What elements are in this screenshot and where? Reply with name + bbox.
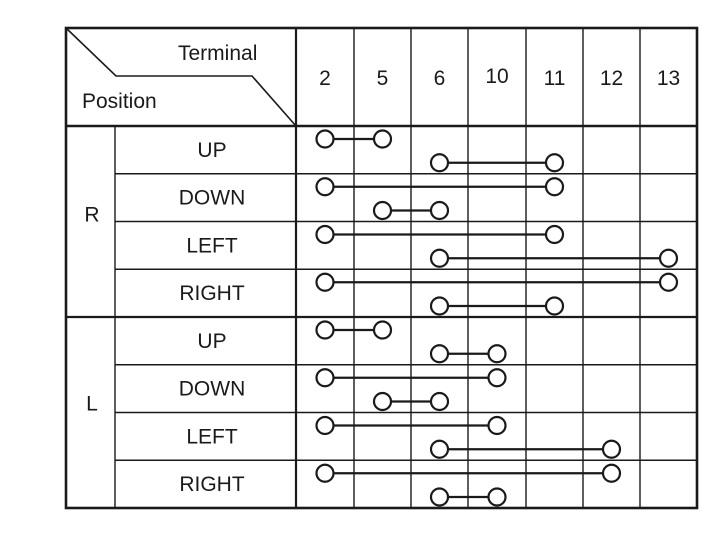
terminal-label-10: 10 [485, 65, 508, 88]
terminal-contact-5 [372, 391, 393, 412]
link-L-left-2-10 [315, 415, 507, 436]
terminal-contact-2 [315, 415, 335, 436]
terminal-contact-6 [429, 391, 450, 412]
link-R-left-2-11 [315, 224, 565, 245]
terminal-label-11: 11 [544, 67, 566, 90]
terminal-contact-11 [544, 296, 565, 316]
link-R-right-6-11 [429, 296, 565, 316]
group-label-R: R [84, 204, 99, 227]
terminal-contact-2 [315, 177, 335, 197]
position-label-down: DOWN [179, 378, 246, 401]
header-diagonal [65, 27, 297, 127]
table-labels: 2 5 6 10 11 12 13R UP DOWN LEFT RIGHT L UP DOWN LEFT RI… [84, 65, 680, 496]
terminal-contact-10 [487, 344, 507, 364]
link-L-up-6-10 [429, 344, 507, 364]
link-R-up-6-11 [429, 153, 565, 173]
link-R-down-5-6 [372, 200, 450, 221]
link-L-down-5-6 [372, 391, 450, 412]
link-R-up-2-5 [315, 129, 393, 149]
position-label-right: RIGHT [179, 473, 245, 496]
terminal-contact-13 [658, 272, 679, 292]
terminal-contact-12 [601, 439, 622, 459]
terminal-contact-12 [601, 463, 622, 483]
link-R-left-6-13 [429, 248, 679, 268]
position-label-right: RIGHT [179, 282, 245, 305]
table-border [64, 26, 699, 510]
link-L-right-6-10 [429, 487, 507, 507]
link-L-right-2-12 [315, 463, 622, 483]
terminal-label-12: 12 [600, 67, 623, 90]
terminal-contact-10 [487, 368, 507, 388]
terminal-contact-2 [315, 368, 335, 388]
terminal-contact-10 [487, 415, 507, 436]
connection-links [315, 129, 679, 507]
terminal-contact-2 [315, 463, 335, 483]
table-grid [64, 26, 699, 510]
terminal-label-13: 13 [657, 67, 680, 90]
position-label-up: UP [197, 330, 226, 353]
position-label-left: LEFT [186, 234, 238, 257]
terminal-contact-6 [429, 344, 450, 364]
terminal-contact-5 [372, 129, 393, 149]
position-label-down: DOWN [179, 187, 246, 210]
terminal-contact-2 [315, 129, 335, 149]
terminal-contact-6 [429, 439, 450, 459]
link-R-down-2-11 [315, 177, 565, 197]
terminal-contact-11 [544, 177, 565, 197]
terminal-contact-11 [544, 153, 565, 173]
terminal-contact-11 [544, 224, 565, 245]
terminal-label-5: 5 [377, 67, 389, 90]
terminal-contact-6 [429, 200, 450, 221]
link-L-left-6-12 [429, 439, 622, 459]
position-header-label: Position [82, 90, 157, 113]
group-label-L: L [86, 393, 98, 416]
terminal-contact-13 [658, 248, 679, 268]
terminal-contact-2 [315, 272, 335, 292]
position-label-left: LEFT [186, 425, 238, 448]
terminal-contact-6 [429, 248, 450, 268]
terminal-contact-2 [315, 224, 335, 245]
link-L-down-2-10 [315, 368, 507, 388]
terminal-header-label: Terminal [178, 42, 257, 65]
link-R-right-2-13 [315, 272, 679, 292]
terminal-contact-6 [429, 487, 450, 507]
terminal-contact-5 [372, 320, 393, 340]
terminal-contact-2 [315, 320, 335, 340]
position-label-up: UP [197, 139, 226, 162]
terminal-contact-6 [429, 153, 450, 173]
terminal-contact-5 [372, 200, 393, 221]
terminal-label-6: 6 [434, 67, 446, 90]
terminal-contact-6 [429, 296, 450, 316]
terminal-contact-10 [487, 487, 507, 507]
terminal-label-2: 2 [319, 67, 331, 90]
link-L-up-2-5 [315, 320, 393, 340]
